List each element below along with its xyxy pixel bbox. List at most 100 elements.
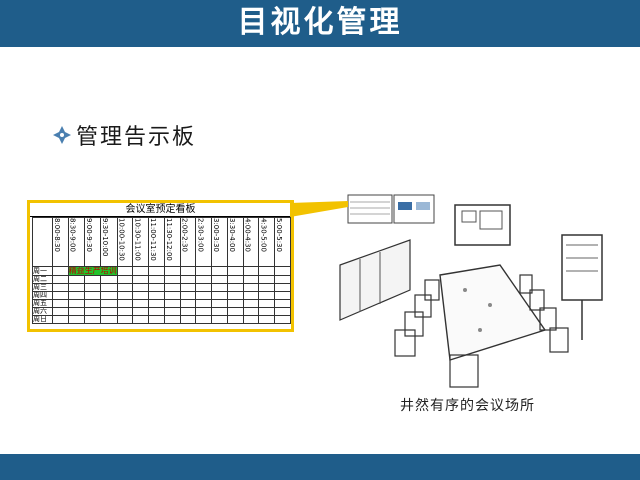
slot-cell[interactable] <box>258 283 276 292</box>
slot-cell[interactable] <box>67 307 85 316</box>
slot-cell[interactable] <box>116 315 134 324</box>
slot-cell[interactable] <box>83 275 102 284</box>
slot-cell[interactable] <box>211 315 228 324</box>
slot-cell[interactable] <box>258 307 276 316</box>
slot-cell[interactable] <box>132 283 150 292</box>
slot-cell[interactable] <box>163 266 181 276</box>
slot-cell[interactable] <box>148 315 165 324</box>
slot-cell[interactable] <box>83 291 102 300</box>
slot-cell[interactable] <box>179 315 197 324</box>
booking-entry[interactable]: 精益生产培训 <box>67 266 118 276</box>
slot-cell[interactable] <box>211 283 228 292</box>
slot-cell[interactable] <box>258 266 276 276</box>
slot-cell[interactable] <box>242 299 260 308</box>
slot-cell[interactable] <box>148 283 165 292</box>
slot-cell[interactable] <box>132 275 150 284</box>
slot-cell[interactable] <box>83 299 102 308</box>
slot-cell[interactable] <box>132 299 150 308</box>
slot-cell[interactable] <box>242 315 260 324</box>
slot-cell[interactable] <box>274 291 291 300</box>
slot-cell[interactable] <box>148 275 165 284</box>
slot-cell[interactable] <box>179 266 197 276</box>
slot-cell[interactable] <box>100 299 118 308</box>
slot-cell[interactable] <box>195 275 213 284</box>
slot-cell[interactable] <box>274 266 291 276</box>
slot-cell[interactable] <box>148 307 165 316</box>
slot-cell[interactable] <box>116 275 134 284</box>
slot-cell[interactable] <box>51 315 69 324</box>
slot-cell[interactable] <box>195 291 213 300</box>
slot-cell[interactable] <box>242 275 260 284</box>
slot-cell[interactable] <box>274 315 291 324</box>
slot-cell[interactable] <box>100 275 118 284</box>
slot-cell[interactable] <box>179 283 197 292</box>
slot-cell[interactable] <box>116 299 134 308</box>
slot-cell[interactable] <box>195 266 213 276</box>
slot-cell[interactable] <box>163 283 181 292</box>
slot-cell[interactable] <box>51 307 69 316</box>
slot-cell[interactable] <box>100 291 118 300</box>
slot-cell[interactable] <box>67 291 85 300</box>
slot-cell[interactable] <box>226 275 244 284</box>
slot-cell[interactable] <box>195 299 213 308</box>
slot-cell[interactable] <box>242 266 260 276</box>
slot-cell[interactable] <box>132 315 150 324</box>
slot-cell[interactable] <box>51 266 69 276</box>
slot-cell[interactable] <box>116 283 134 292</box>
slot-cell[interactable] <box>148 266 165 276</box>
slot-cell[interactable] <box>179 307 197 316</box>
slot-cell[interactable] <box>258 275 276 284</box>
slot-cell[interactable] <box>226 307 244 316</box>
slot-cell[interactable] <box>83 315 102 324</box>
slot-cell[interactable] <box>226 266 244 276</box>
slot-cell[interactable] <box>211 275 228 284</box>
slot-cell[interactable] <box>179 299 197 308</box>
slot-cell[interactable] <box>67 283 85 292</box>
slot-cell[interactable] <box>163 299 181 308</box>
slot-cell[interactable] <box>226 283 244 292</box>
slot-cell[interactable] <box>195 283 213 292</box>
slot-cell[interactable] <box>163 291 181 300</box>
slot-cell[interactable] <box>163 315 181 324</box>
slot-cell[interactable] <box>67 315 85 324</box>
slot-cell[interactable] <box>211 307 228 316</box>
slot-cell[interactable] <box>274 299 291 308</box>
slot-cell[interactable] <box>51 299 69 308</box>
slot-cell[interactable] <box>148 291 165 300</box>
slot-cell[interactable] <box>195 315 213 324</box>
slot-cell[interactable] <box>274 275 291 284</box>
slot-cell[interactable] <box>242 307 260 316</box>
slot-cell[interactable] <box>211 291 228 300</box>
slot-cell[interactable] <box>195 307 213 316</box>
slot-cell[interactable] <box>132 266 150 276</box>
slot-cell[interactable] <box>226 299 244 308</box>
slot-cell[interactable] <box>274 307 291 316</box>
slot-cell[interactable] <box>163 275 181 284</box>
slot-cell[interactable] <box>51 283 69 292</box>
slot-cell[interactable] <box>258 299 276 308</box>
slot-cell[interactable] <box>211 299 228 308</box>
slot-cell[interactable] <box>258 291 276 300</box>
slot-cell[interactable] <box>258 315 276 324</box>
slot-cell[interactable] <box>100 315 118 324</box>
slot-cell[interactable] <box>51 275 69 284</box>
slot-cell[interactable] <box>67 299 85 308</box>
slot-cell[interactable] <box>226 315 244 324</box>
slot-cell[interactable] <box>274 283 291 292</box>
slot-cell[interactable] <box>179 275 197 284</box>
slot-cell[interactable] <box>242 283 260 292</box>
slot-cell[interactable] <box>132 307 150 316</box>
slot-cell[interactable] <box>67 275 85 284</box>
slot-cell[interactable] <box>211 266 228 276</box>
slot-cell[interactable] <box>116 291 134 300</box>
slot-cell[interactable] <box>100 283 118 292</box>
slot-cell[interactable] <box>226 291 244 300</box>
slot-cell[interactable] <box>100 307 118 316</box>
slot-cell[interactable] <box>179 291 197 300</box>
slot-cell[interactable] <box>132 291 150 300</box>
slot-cell[interactable] <box>116 266 134 276</box>
slot-cell[interactable] <box>148 299 165 308</box>
slot-cell[interactable] <box>163 307 181 316</box>
slot-cell[interactable] <box>51 291 69 300</box>
slot-cell[interactable] <box>83 307 102 316</box>
